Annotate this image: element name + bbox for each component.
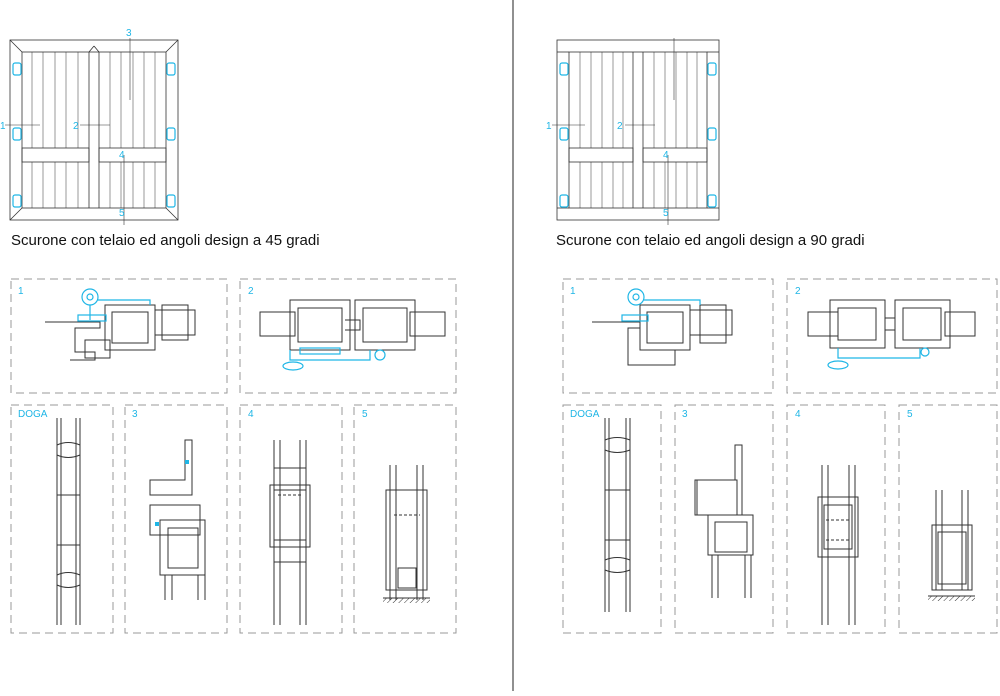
right-caption: Scurone con telaio ed angoli design a 90… <box>556 232 865 249</box>
right-detail-2-label: 2 <box>795 286 801 297</box>
right-callout-2: 2 <box>617 121 623 132</box>
right-detail-1-hinge <box>621 288 701 322</box>
left-detail-5-profile <box>383 465 430 600</box>
right-detail-4-label: 4 <box>795 409 801 420</box>
right-hinges <box>559 62 717 208</box>
left-doga-profile <box>56 418 81 625</box>
left-detail-5-label: 5 <box>362 409 368 420</box>
right-section-callouts <box>552 38 675 225</box>
right-detail-1-profile <box>592 304 733 366</box>
left-detail-3-label: 3 <box>132 409 138 420</box>
left-detail-1-hinge <box>77 288 151 322</box>
right-detail-2-profile <box>807 299 976 349</box>
left-detail-3-profile <box>149 439 206 600</box>
left-detail-1-label: 1 <box>18 286 24 297</box>
right-detail-3-label: 3 <box>682 409 688 420</box>
left-section-callouts <box>5 38 131 225</box>
left-detail-3-gaskets <box>155 460 189 526</box>
right-callout-5: 5 <box>663 208 669 219</box>
right-detail-5-profile <box>928 490 975 597</box>
right-shutter-elevation <box>556 39 720 221</box>
left-detail-4-profile <box>269 440 311 625</box>
left-caption: Scurone con telaio ed angoli design a 45… <box>11 232 320 249</box>
left-callout-1: 1 <box>0 121 6 132</box>
left-detail-2-profile <box>259 299 446 351</box>
left-detail-2-bolt <box>282 347 386 371</box>
right-detail-3-profile <box>694 444 754 598</box>
right-detail-5-ground-hatch <box>928 596 975 601</box>
right-detail-doga-label: DOGA <box>570 409 600 420</box>
left-callout-5: 5 <box>119 208 125 219</box>
left-callout-3: 3 <box>126 28 132 39</box>
left-shutter-elevation <box>9 39 179 221</box>
left-detail-doga-label: DOGA <box>18 409 48 420</box>
right-detail-1-label: 1 <box>570 286 576 297</box>
right-detail-5-label: 5 <box>907 409 913 420</box>
left-detail-5-ground-hatch <box>383 598 430 603</box>
left-detail-frames <box>10 278 457 634</box>
left-hinges <box>12 62 176 208</box>
right-detail-frames <box>562 278 998 634</box>
left-callout-2: 2 <box>73 121 79 132</box>
left-callout-4: 4 <box>119 150 125 161</box>
right-callout-4: 4 <box>663 150 669 161</box>
right-callout-1: 1 <box>546 121 552 132</box>
left-detail-2-label: 2 <box>248 286 254 297</box>
left-detail-1-profile <box>45 304 196 361</box>
left-detail-4-label: 4 <box>248 409 254 420</box>
right-detail-2-bolt <box>827 347 930 370</box>
right-doga-profile <box>604 418 631 612</box>
right-detail-4-profile <box>817 465 859 625</box>
